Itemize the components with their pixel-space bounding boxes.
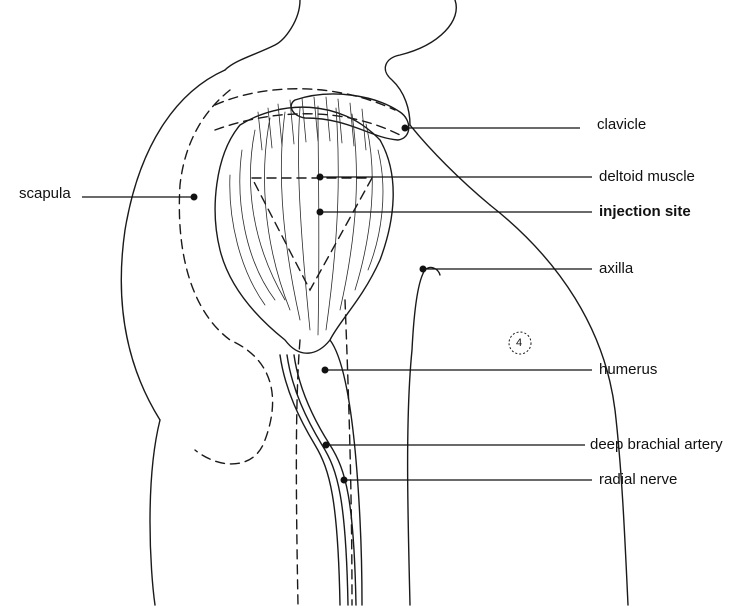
radial-nerve-label: radial nerve: [599, 471, 677, 489]
axilla-label: axilla: [599, 260, 633, 278]
neck-outline: [225, 0, 300, 70]
injection-site-pointer: [317, 209, 593, 216]
clavicle-label: clavicle: [597, 116, 646, 134]
nipple-mark-label: 4: [516, 334, 522, 352]
axilla-pointer: [420, 266, 593, 273]
deltoid-muscle-label: deltoid muscle: [599, 168, 695, 186]
clavicle-pointer: [402, 125, 581, 132]
injection-site-label: injection site: [599, 203, 691, 221]
back-shoulder-outline: [121, 70, 225, 420]
deltoid-pointer: [317, 174, 593, 181]
humerus-pointer: [322, 367, 593, 374]
humerus-label: humerus: [599, 361, 657, 379]
neck-front-outline: [410, 125, 490, 205]
deep-brachial-artery-label: deep brachial artery: [590, 436, 723, 454]
deltoid-fibres: [230, 97, 383, 335]
shoulder-top-outline: [150, 420, 160, 605]
scapula-label: scapula: [19, 185, 71, 203]
injection-triangle: [252, 178, 372, 290]
nerve-pointer: [341, 477, 593, 484]
artery-pointer: [323, 442, 586, 449]
scapula-border: [179, 90, 272, 464]
deltoid-muscle-outline: [215, 107, 393, 353]
arm-outer-outline: [408, 270, 425, 605]
chin-outline: [385, 0, 456, 125]
